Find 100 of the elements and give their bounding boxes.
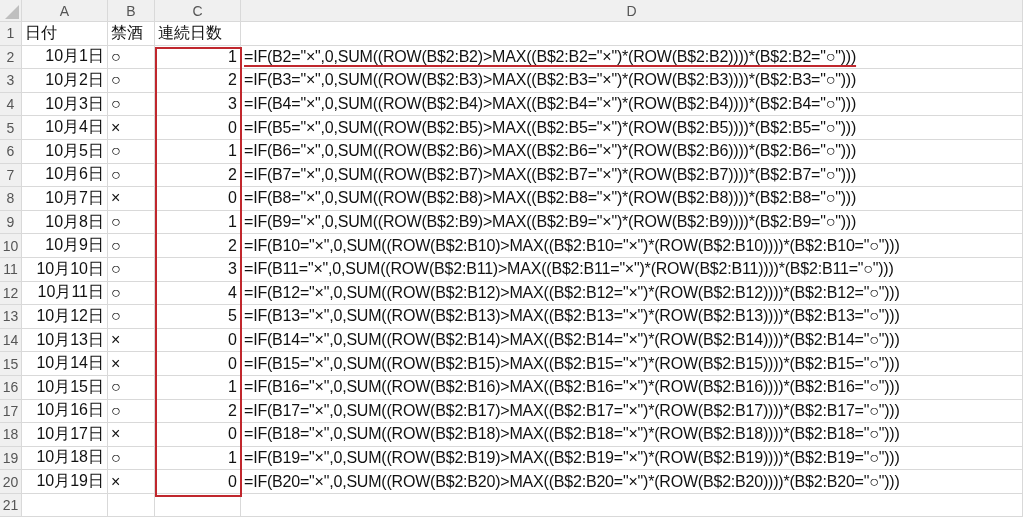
count-text: 0	[228, 354, 237, 373]
count-text: 0	[228, 331, 237, 349]
mark-text: ×	[111, 118, 121, 137]
count-text: 2	[228, 71, 237, 90]
formula-text: =IF(B3="×",0,SUM((ROW(B$2:B3)>MAX((B$2:B3="×")*(ROW(B$2:B3))))*(B$2:B3="○")))	[244, 71, 857, 90]
row-number: 21	[2, 497, 19, 514]
count-text: 3	[228, 260, 237, 279]
date-text: 10月14日	[36, 353, 104, 374]
row-number: 17	[2, 402, 19, 419]
count-text: 4	[228, 283, 237, 302]
formula-text: =IF(B20="×",0,SUM((ROW(B$2:B20)>MAX((B$2:B20="×")*(ROW(B$2:B20))))*(B$2:B20="○")))	[244, 472, 900, 491]
date-text: 10月15日	[36, 376, 104, 397]
row-number: 15	[2, 355, 19, 372]
mark-text: ○	[111, 449, 121, 467]
formula-text: =IF(B7="×",0,SUM((ROW(B$2:B7)>MAX((B$2:B7="×")*(ROW(B$2:B7))))*(B$2:B7="○")))	[244, 165, 857, 184]
count-text: 1	[228, 142, 237, 161]
mark-text: ○	[111, 165, 121, 184]
count-text: 0	[228, 118, 237, 137]
mark-text: ○	[111, 307, 121, 326]
date-text: 10月18日	[36, 447, 104, 468]
mark-text: ○	[111, 47, 121, 66]
count-text: 1	[228, 449, 237, 467]
date-text: 10月7日	[45, 187, 104, 208]
date-text: 10月13日	[36, 329, 104, 350]
formula-text: =IF(B2="×",0,SUM((ROW(B$2:B2)>MAX((B$2:B2="×")*(ROW(B$2:B2))))*(B$2:B2="○")))	[244, 47, 857, 66]
mark-text: ○	[111, 378, 121, 397]
count-text: 3	[228, 95, 237, 114]
formula-text: =IF(B19="×",0,SUM((ROW(B$2:B19)>MAX((B$2:B19="×")*(ROW(B$2:B19))))*(B$2:B19="○")))	[244, 449, 900, 467]
header-text: 日付	[25, 22, 57, 43]
mark-text: ○	[111, 236, 121, 255]
row-number: 3	[6, 72, 15, 89]
row-number: 19	[2, 450, 19, 466]
count-text: 0	[228, 472, 237, 491]
count-text: 0	[228, 425, 237, 444]
mark-text: ×	[111, 425, 121, 444]
date-text: 10月1日	[45, 46, 104, 67]
formula-text: =IF(B5="×",0,SUM((ROW(B$2:B5)>MAX((B$2:B5="×")*(ROW(B$2:B5))))*(B$2:B5="○")))	[244, 118, 857, 137]
mark-text: ×	[111, 189, 121, 208]
formula-text: =IF(B6="×",0,SUM((ROW(B$2:B6)>MAX((B$2:B6="×")*(ROW(B$2:B6))))*(B$2:B6="○")))	[244, 142, 857, 161]
mark-text: ×	[111, 472, 121, 491]
date-text: 10月4日	[45, 117, 104, 138]
header-text: 禁酒	[111, 22, 143, 43]
formula-text: =IF(B12="×",0,SUM((ROW(B$2:B12)>MAX((B$2:B12="×")*(ROW(B$2:B12))))*(B$2:B12="○")))	[244, 283, 900, 302]
date-text: 10月8日	[45, 211, 104, 232]
formula-text: =IF(B4="×",0,SUM((ROW(B$2:B4)>MAX((B$2:B4="×")*(ROW(B$2:B4))))*(B$2:B4="○")))	[244, 95, 857, 114]
mark-text: ○	[111, 283, 121, 302]
column-header: D	[626, 2, 637, 19]
date-text: 10月3日	[45, 93, 104, 114]
formula-text: =IF(B16="×",0,SUM((ROW(B$2:B16)>MAX((B$2:B16="×")*(ROW(B$2:B16))))*(B$2:B16="○")))	[244, 378, 900, 397]
row-number: 4	[6, 96, 15, 113]
date-text: 10月5日	[45, 140, 104, 161]
date-text: 10月12日	[36, 305, 104, 326]
count-text: 0	[228, 189, 237, 208]
row-number: 13	[2, 308, 19, 325]
row-number: 2	[6, 48, 15, 65]
row-number: 18	[2, 426, 19, 443]
row-number: 9	[6, 214, 15, 231]
count-text: 1	[228, 213, 237, 232]
count-text: 2	[228, 401, 237, 420]
column-header: C	[192, 2, 203, 19]
row-number: 7	[6, 166, 15, 183]
row-number: 12	[2, 284, 19, 301]
formula-text: =IF(B10="×",0,SUM((ROW(B$2:B10)>MAX((B$2:B10="×")*(ROW(B$2:B10))))*(B$2:B10="○")))	[244, 236, 900, 255]
header-text: 連続日数	[158, 22, 222, 43]
mark-text: ×	[111, 331, 121, 349]
count-text: 2	[228, 236, 237, 255]
row-number: 11	[3, 261, 18, 278]
formula-text: =IF(B8="×",0,SUM((ROW(B$2:B8)>MAX((B$2:B8="×")*(ROW(B$2:B8))))*(B$2:B8="○")))	[244, 189, 857, 208]
count-text: 5	[228, 307, 237, 326]
date-text: 10月10日	[36, 258, 104, 279]
mark-text: ×	[111, 354, 121, 373]
formula-text: =IF(B14="×",0,SUM((ROW(B$2:B14)>MAX((B$2:B14="×")*(ROW(B$2:B14))))*(B$2:B14="○")))	[244, 331, 900, 349]
date-text: 10月9日	[45, 235, 104, 256]
formula-text: =IF(B17="×",0,SUM((ROW(B$2:B17)>MAX((B$2:B17="×")*(ROW(B$2:B17))))*(B$2:B17="○")))	[244, 401, 900, 420]
formula-text: =IF(B13="×",0,SUM((ROW(B$2:B13)>MAX((B$2:B13="×")*(ROW(B$2:B13))))*(B$2:B13="○")))	[244, 307, 900, 326]
mark-text: ○	[111, 213, 121, 232]
row-number: 10	[2, 237, 19, 254]
mark-text: ○	[111, 142, 121, 161]
count-text: 1	[228, 47, 237, 66]
row-number: 1	[6, 25, 15, 42]
date-text: 10月17日	[36, 423, 104, 444]
date-text: 10月16日	[36, 400, 104, 421]
count-text: 2	[228, 165, 237, 184]
count-text: 1	[228, 378, 237, 397]
date-text: 10月19日	[36, 471, 104, 492]
formula-text: =IF(B9="×",0,SUM((ROW(B$2:B9)>MAX((B$2:B9="×")*(ROW(B$2:B9))))*(B$2:B9="○")))	[244, 213, 857, 232]
row-number: 8	[6, 190, 15, 207]
date-text: 10月6日	[45, 164, 104, 185]
row-number: 16	[2, 379, 19, 396]
row-number: 14	[2, 332, 19, 348]
mark-text: ○	[111, 260, 121, 279]
mark-text: ○	[111, 401, 121, 420]
formula-text: =IF(B11="×",0,SUM((ROW(B$2:B11)>MAX((B$2:B11="×")*(ROW(B$2:B11))))*(B$2:B11="○")))	[244, 260, 894, 279]
formula-text: =IF(B15="×",0,SUM((ROW(B$2:B15)>MAX((B$2:B15="×")*(ROW(B$2:B15))))*(B$2:B15="○")))	[244, 354, 900, 373]
date-text: 10月2日	[45, 70, 104, 90]
row-number: 6	[6, 143, 15, 160]
row-number: 5	[6, 119, 15, 136]
column-header: B	[126, 2, 136, 19]
row-number: 20	[2, 473, 19, 490]
mark-text: ○	[111, 95, 121, 114]
